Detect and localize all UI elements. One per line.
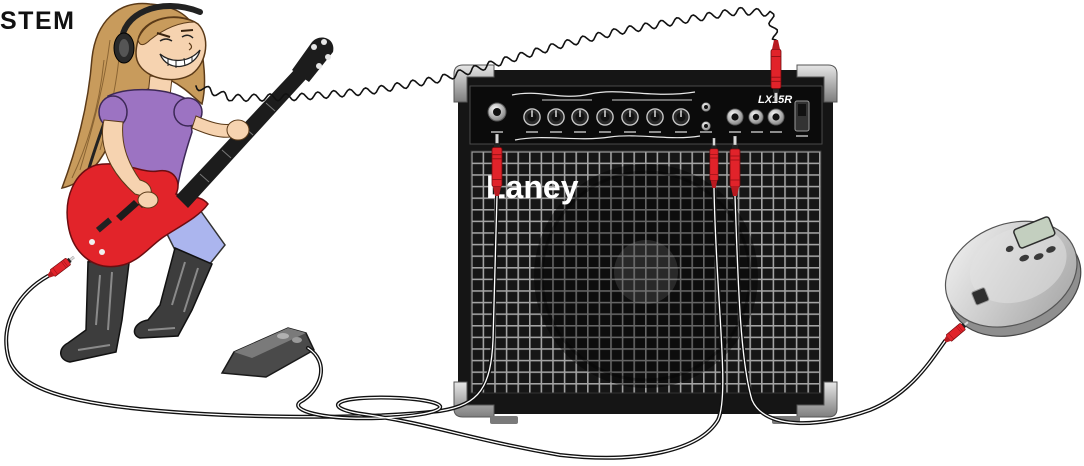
guitar-jack-plug-body [46,254,77,280]
guitar-jack-plug [46,254,77,280]
cd-player-plug [942,319,970,345]
tuning-peg [316,63,322,69]
boot-right [134,248,212,338]
amp-foot [490,416,518,424]
control-knob [548,109,564,125]
input-jack [488,103,506,121]
boot-left [61,255,130,362]
footswitch-button [292,337,302,343]
tuning-peg [321,39,327,45]
control-knob [524,109,540,125]
footswitch-pedal [222,328,314,377]
headphones-ear-cup-inner [119,39,129,57]
control-knob [647,109,663,125]
speaker-dust-cap [614,240,678,304]
page-heading: STEM [0,7,75,35]
amplifier: LX15R Laney [454,65,837,424]
line-out-jack [727,109,743,125]
control-knob [673,109,689,125]
headphone-jack [768,109,784,125]
cd-input-jack [702,103,711,112]
power-switch-rocker [798,104,806,116]
tuning-peg [325,54,331,60]
guitar-knob [99,249,105,255]
control-knob [572,109,588,125]
footswitch-jack [749,110,763,124]
cd-input-jack [702,122,711,131]
guitar-knob [89,239,95,245]
fretting-hand [227,120,249,140]
cd-player-plug-body [942,319,970,345]
control-knob [597,109,613,125]
control-knob [622,109,638,125]
footswitch-button [277,333,289,339]
tuning-peg [311,44,317,50]
guitarist-illustration [61,4,334,362]
strumming-hand [138,192,158,208]
